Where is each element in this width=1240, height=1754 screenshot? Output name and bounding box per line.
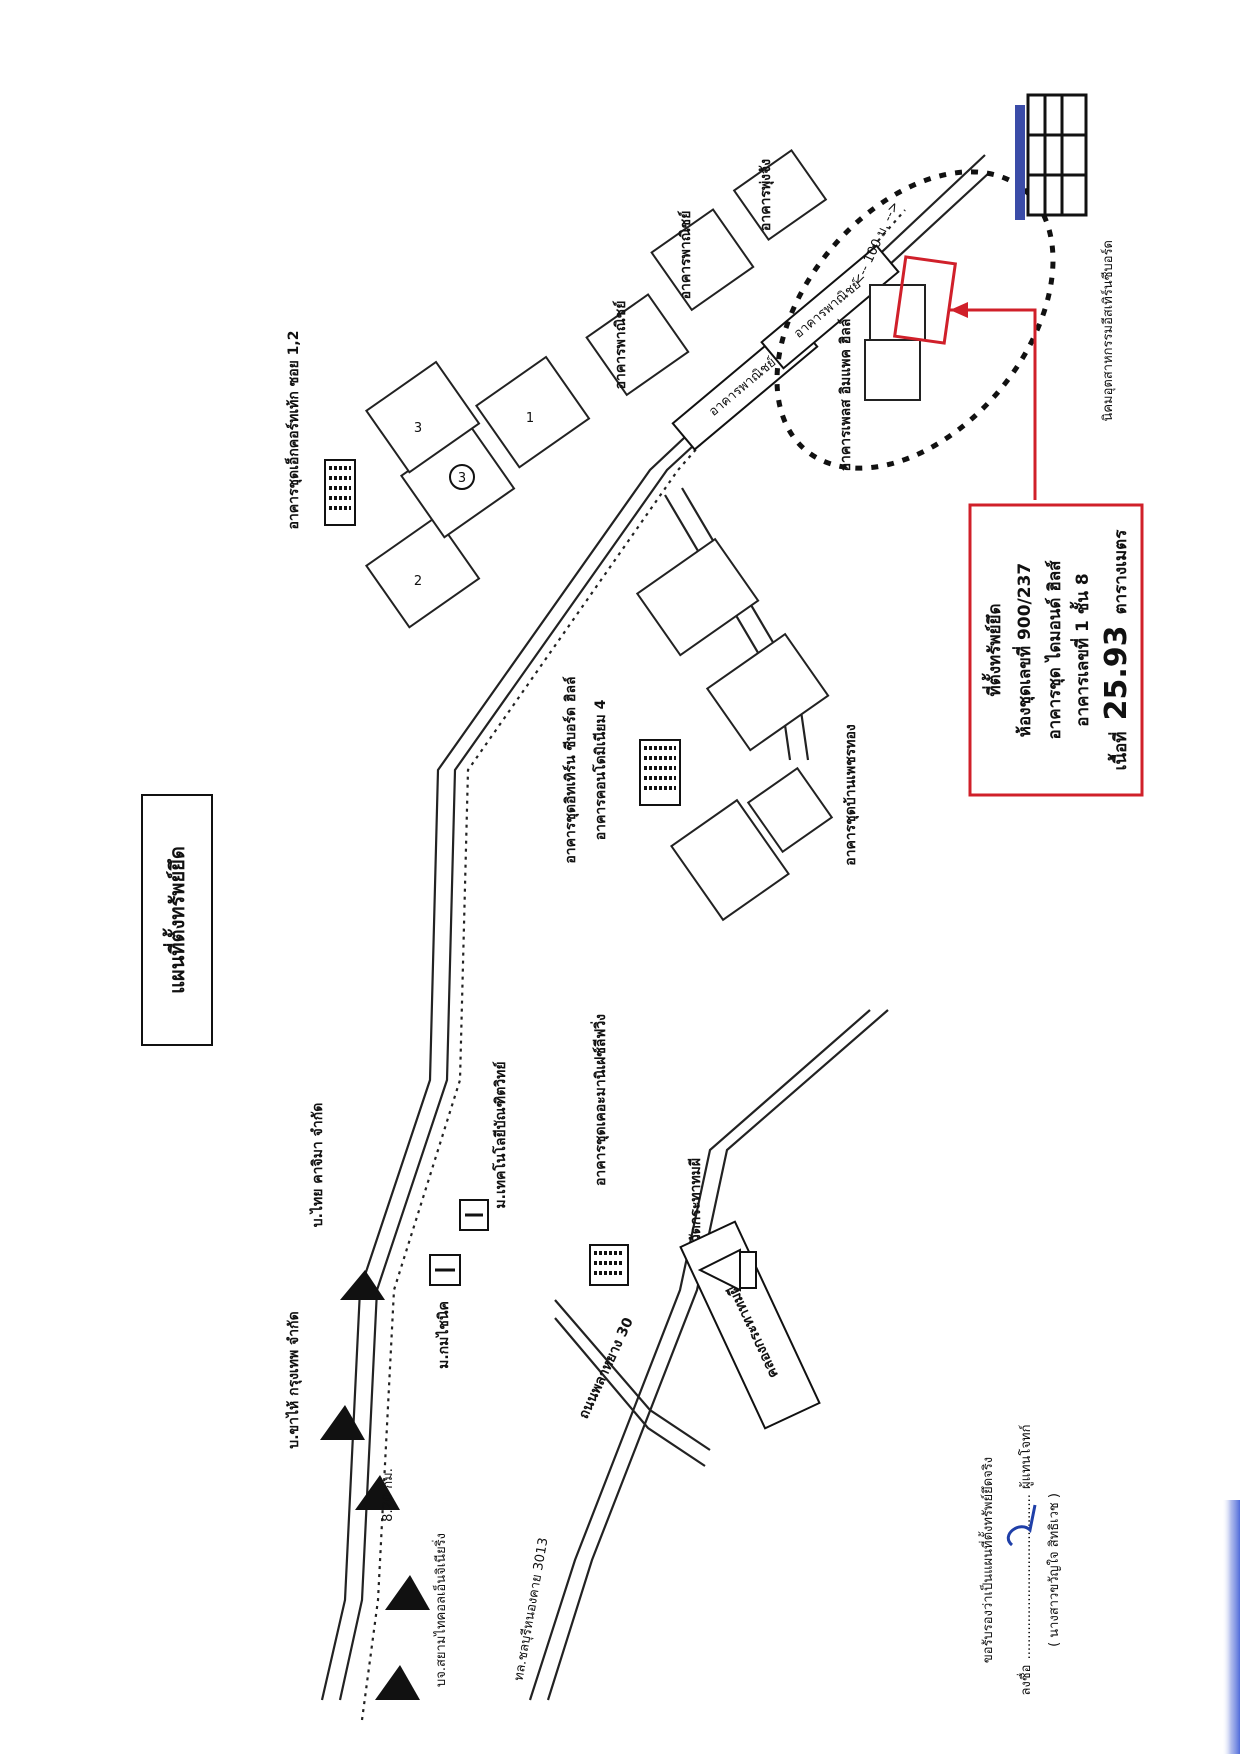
hospital-icon: [429, 1254, 461, 1286]
route-dotted-line: [360, 209, 906, 1721]
factory-icons: [320, 1270, 430, 1700]
map-title-box: แผนที่ตั้งทรัพย์ยึด: [141, 794, 213, 1046]
condo-tower-icon-middle: [639, 739, 681, 806]
svg-text:เนื้อที่ 25.93: เนื้อที่ 25.93 ตารางเมตร: [1099, 529, 1134, 771]
building-blocks: 2 3 3 1: [364, 148, 834, 922]
eastern-seaboard-label: นิคมอุตสาหกรรมอีสเทิร์นซีบอร์ด: [1100, 240, 1116, 422]
building-2: [364, 515, 481, 629]
label-green-building: อาคารเพลส อิมแพค ฮิลล์: [837, 319, 854, 472]
lower-block-4: [746, 766, 834, 854]
label-thai-samsung: บจ.สยามไทคอลเอ็นจิเนียริ่ง: [431, 1533, 449, 1687]
label-bangkok-glass: บ.ขาไห้ กรุงเทพ จำกัด: [284, 1311, 302, 1448]
building-3: [364, 360, 481, 474]
target-building-highlight: [892, 255, 958, 345]
label-tech-university: ม.เทคโนโลยีบัณฑิตวิทย์: [491, 1061, 509, 1208]
cert-sign-prefix: ลงชื่อ: [1017, 1665, 1034, 1696]
condo-tower-icon-bottom: [589, 1244, 629, 1286]
property-pointer: [950, 302, 1037, 500]
property-info-box: ที่ตั้งทรัพย์ยึด ห้องชุดเลขที่ 900/237 อ…: [968, 503, 1144, 797]
info-line-5: เนื้อที่ 25.93 ตารางเมตร: [1099, 529, 1134, 771]
label-highway-3013: ทล.ชลบุรีหนองคาย 3013: [511, 1536, 552, 1682]
building-3c-circle: [449, 464, 475, 490]
green-building: [864, 339, 921, 401]
cert-line-1: ขอรับรองว่าเป็นแผนที่ตั้งทรัพย์ยึดจริง: [978, 1457, 996, 1663]
info-line-2: ห้องชุดเลขที่ 900/237: [1012, 563, 1035, 737]
building-1: [474, 355, 591, 469]
area-value: 25.93: [1099, 626, 1134, 721]
building-3c-label: 3: [458, 471, 466, 486]
cert-name: ( นางสาวขวัญใจ สิทธิเวช ): [1046, 1493, 1062, 1647]
cert-sign-suffix: ผู้แทนโจทก์: [1018, 1425, 1034, 1490]
label-condo-rich: อาคารชุดเอ็กคอร์ทเท้ก ซอย 1,2: [284, 331, 302, 530]
info-line-4: อาคารเลขที่ 1 ชั้น 8: [1069, 573, 1093, 726]
signature-mark: [1006, 1504, 1037, 1547]
label-thai-bev: บ.ไทย คาจิมา จำกัด: [308, 1103, 326, 1228]
road-30: [554, 1299, 711, 1467]
commercial-block-2: [650, 208, 755, 312]
info-line-3: อาคารชุด ไดมอนด์ ฮิลส์: [1044, 560, 1065, 740]
temple-icon: [697, 1248, 757, 1292]
building-1-label: 1: [526, 411, 534, 426]
label-commercial-d: อาคารพาณิชย์: [677, 211, 694, 300]
label-hospital: ม.กมไชนิค: [434, 1301, 452, 1369]
lower-block-2: [705, 632, 830, 752]
scan-edge-tint: [1222, 1500, 1240, 1754]
label-condo-plus-2: อาคารคอนโดมิเนียม 4: [591, 699, 609, 840]
label-condo-plus: อาคารชุดอิทเทิร์น ซีบอร์ด ฮิลล์: [562, 676, 579, 863]
highway-3013-road: [528, 1009, 889, 1701]
commercial-block-3: [732, 148, 828, 242]
building-2-label: 2: [414, 574, 422, 589]
label-fire: อาคารพุ่งจัง: [758, 159, 774, 231]
building-3-label: 3: [414, 421, 422, 436]
label-wat: วัดกระทาทมผี: [688, 1158, 704, 1242]
condo-tower-icon-top: [324, 459, 356, 526]
area-prefix: เนื้อที่: [1107, 732, 1131, 771]
university-icon: [459, 1199, 489, 1231]
industrial-estate-gate-icon: [1015, 93, 1088, 220]
label-distance: 8.20 กม.: [381, 1468, 396, 1522]
area-unit: ตารางเมตร: [1111, 529, 1131, 615]
info-line-1: ที่ตั้งทรัพย์ยึด: [981, 603, 1005, 696]
lower-block-3: [670, 798, 790, 922]
cert-dots: ........................................: [1019, 1494, 1034, 1659]
label-commercial-c: อาคารพาณิชย์: [612, 301, 629, 390]
commercial-block-1: [585, 293, 690, 397]
certification-block: ขอรับรองว่าเป็นแผนที่ตั้งทรัพย์ยึดจริง ล…: [978, 1425, 1062, 1696]
map-title: แผนที่ตั้งทรัพย์ยึด: [162, 846, 189, 994]
label-condo-hinchun: อาคารชุดเคอะมานิเฝซ์ลีฟวิ่ง: [590, 1014, 609, 1186]
main-road: [320, 154, 991, 1721]
svg-text:ลงชื่อ ...............: ลงชื่อ .................................…: [1015, 1425, 1034, 1696]
label-condo-aron: อาคารชุดบ้านเพชรทอง: [843, 724, 859, 866]
lower-block-1: [635, 537, 760, 657]
